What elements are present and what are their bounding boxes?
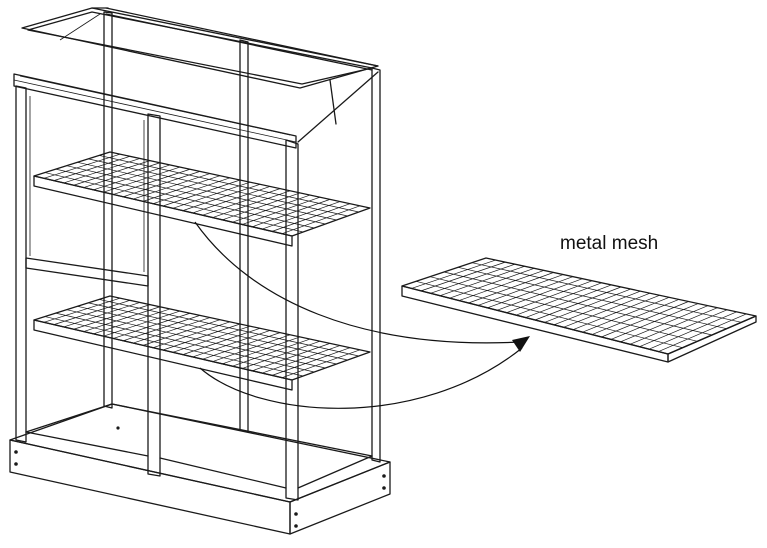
detached-mesh-panel [401,257,757,363]
callout-arrows [194,221,530,409]
base-frame [9,403,391,535]
greenhouse-frame [15,7,381,501]
lower-shelf [33,295,371,391]
ridge-bar [13,73,297,149]
upper-shelf [33,151,371,247]
roof-vent [21,7,379,125]
callout-label: metal mesh [560,233,659,254]
